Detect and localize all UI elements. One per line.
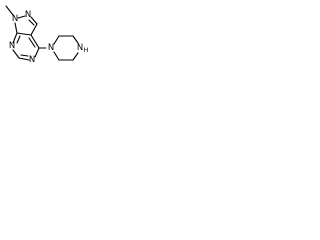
bond-pip-1 — [53, 35, 60, 45]
bond-c3a-c7a — [16, 32, 32, 36]
bond-n7-c6 — [12, 49, 20, 59]
bond-methyl — [5, 5, 14, 16]
bond-c7a-n1 — [14, 22, 18, 34]
bond-pip-3 — [72, 35, 79, 44]
atom-n-piperazine-4: N — [77, 43, 83, 53]
bond-c7a-n7 — [12, 32, 18, 44]
atom-n-pyrimidine-7: N — [9, 41, 15, 51]
bond-c7a-n7-double — [16, 35, 21, 44]
bond-c6-n5-double — [20, 54, 29, 57]
atom-h-piperazine: H — [84, 46, 89, 54]
structure-diagram: N N N N N N H — [5, 5, 89, 65]
bond-pip-6 — [53, 51, 60, 61]
bond-c3-c3a — [30, 23, 38, 36]
bond-c4-c3a-double — [28, 37, 36, 48]
atom-label-group: N N N N N N H — [9, 10, 89, 65]
bond-group — [5, 5, 79, 61]
bond-c4-c3a — [30, 34, 40, 49]
bond-n1-n2 — [17, 15, 26, 19]
bond-n5-c4 — [34, 47, 40, 58]
bond-pip-4 — [72, 52, 79, 61]
atom-n-methyl: N — [12, 14, 18, 24]
bond-n2-c3-double — [28, 19, 35, 26]
atom-n-piperazine-1: N — [48, 43, 54, 53]
atom-n-pyrazole: N — [25, 10, 31, 20]
molecule-canvas: N N N N N N H — [0, 0, 131, 79]
atom-n-pyrimidine-5: N — [29, 55, 35, 65]
bond-n2-c3 — [30, 16, 38, 25]
bond-c6-n5 — [18, 57, 30, 61]
